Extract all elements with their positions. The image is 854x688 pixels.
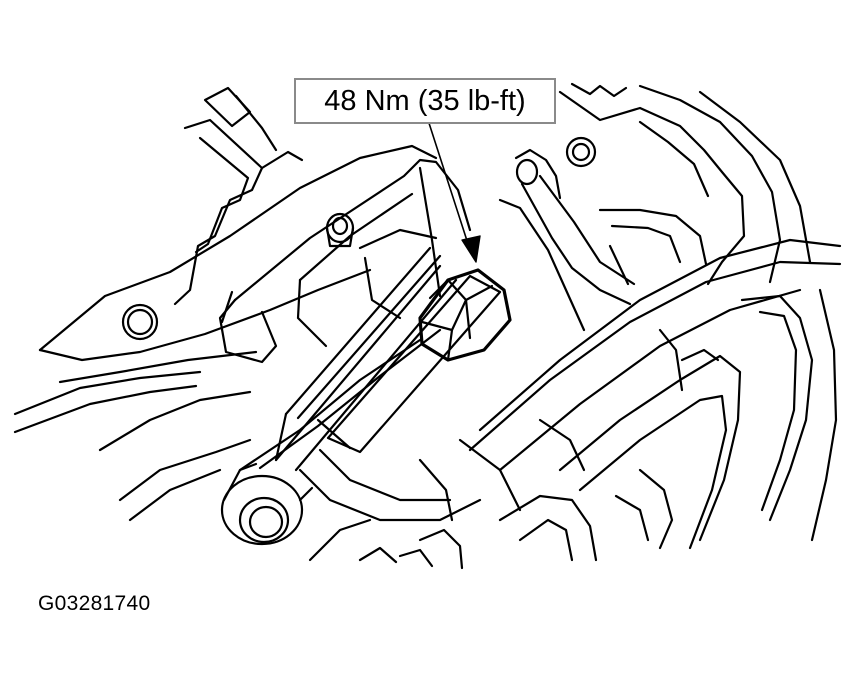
hex-bolt: [418, 268, 512, 362]
valve-rod: [274, 246, 502, 472]
right-upper-mechanism: [498, 82, 812, 332]
torque-spec-label: 48 Nm (35 lb-ft): [324, 84, 526, 117]
central-housing: [218, 158, 472, 364]
upper-left-bracket: [173, 86, 304, 306]
left-arm-with-hole: [13, 144, 438, 434]
torque-spec-callout: 48 Nm (35 lb-ft): [294, 78, 556, 124]
leader-arrow: [427, 119, 481, 263]
valve-body-plate: [358, 238, 842, 570]
lower-spacer-tube: [220, 328, 442, 546]
lower-left-casting: [98, 390, 522, 562]
figure-id-label: G03281740: [38, 592, 151, 615]
